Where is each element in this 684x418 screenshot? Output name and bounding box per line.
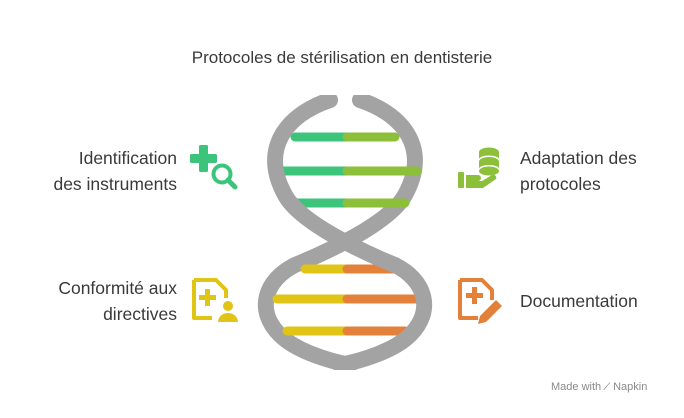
add-search-icon — [190, 145, 238, 190]
label-line: Adaptation des — [520, 148, 637, 168]
dna-helix — [257, 95, 433, 370]
document-add-user-icon — [192, 278, 238, 322]
napkin-watermark: Made with ⁄ Napkin — [551, 381, 647, 393]
label-line: Identification — [78, 148, 177, 168]
helix-strand — [267, 95, 433, 370]
footer-prefix: Made with — [551, 381, 602, 393]
diagram-title: Protocoles de stérilisation en dentister… — [191, 48, 493, 67]
napkin-logo-icon: ⁄ — [606, 381, 609, 393]
label-line: des instruments — [53, 174, 177, 194]
database-hand-icon — [458, 147, 499, 188]
helix-strand — [257, 95, 423, 370]
label-identification-instruments: Identification des instruments — [53, 145, 177, 197]
label-adaptation-protocoles: Adaptation des protocoles — [520, 145, 637, 197]
medical-document-pen-icon — [458, 278, 502, 324]
label-line: Documentation — [520, 291, 638, 311]
label-line: directives — [103, 304, 177, 324]
footer-brand: Napkin — [613, 381, 648, 393]
label-line: Conformité aux — [58, 278, 177, 298]
label-documentation: Documentation — [520, 288, 638, 314]
label-line: protocoles — [520, 174, 601, 194]
label-conformite-directives: Conformité aux directives — [58, 275, 177, 327]
